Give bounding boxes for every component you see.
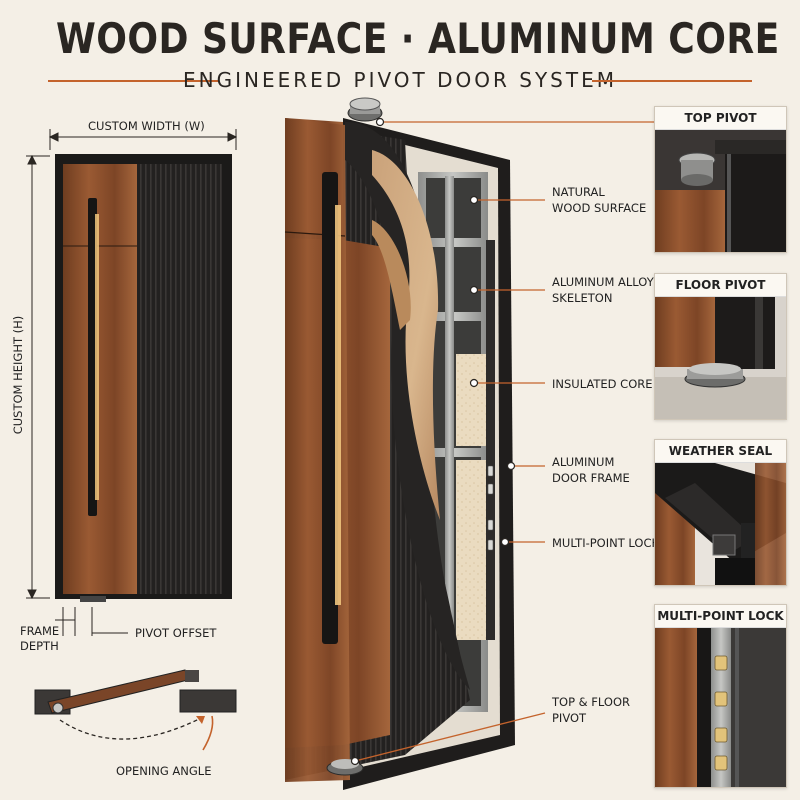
peel-layer-veneer — [372, 150, 440, 520]
subtitle-rule-right — [592, 80, 752, 82]
detail-panel-top-pivot: TOP PIVOT — [654, 106, 787, 253]
panel-title: TOP PIVOT — [655, 107, 786, 130]
custom-height-label: CUSTOM HEIGHT (H) — [11, 315, 25, 435]
front-fluted-panel — [137, 164, 222, 594]
page-subtitle: ENGINEERED PIVOT DOOR SYSTEM — [183, 68, 617, 92]
weather-seal-detail-image — [655, 463, 786, 585]
floor-pivot-detail-image — [655, 297, 786, 419]
peel-layer-black — [345, 121, 470, 690]
callout-aluminum-door-frame: ALUMINUM DOOR FRAME — [552, 455, 630, 485]
insulated-core — [456, 354, 486, 446]
callout-multi-point-lock: MULTI-POINT LOCK — [552, 536, 660, 550]
panel-title: WEATHER SEAL — [655, 440, 786, 463]
cutaway-handle — [322, 172, 338, 644]
detail-panel-floor-pivot: FLOOR PIVOT — [654, 273, 787, 420]
detail-panel-multi-point-lock: MULTI-POINT LOCK — [654, 604, 787, 788]
callout-leaders — [350, 117, 654, 766]
frame-depth-label: FRAME DEPTH — [20, 624, 60, 653]
custom-width-label: CUSTOM WIDTH (W) — [88, 119, 205, 133]
panel-title: FLOOR PIVOT — [655, 274, 786, 297]
callout-insulated-core: INSULATED CORE — [552, 377, 653, 391]
callout-top-floor-pivot: TOP & FLOOR PIVOT — [552, 695, 630, 725]
pivot-offset-label: PIVOT OFFSET — [135, 626, 217, 640]
multi-point-lock-detail-image — [655, 628, 786, 787]
callout-aluminum-alloy-skeleton: ALUMINUM ALLOY SKELETON — [552, 275, 654, 305]
page-title: WOOD SURFACE · ALUMINUM CORE — [56, 14, 780, 63]
subtitle-rule-left — [48, 80, 218, 82]
opening-angle-plan — [34, 669, 237, 751]
front-wood-panel — [63, 164, 137, 594]
top-pivot-detail-image — [655, 130, 786, 252]
front-handle — [88, 198, 97, 516]
front-view-door — [55, 154, 232, 602]
panel-title: MULTI-POINT LOCK — [655, 605, 786, 628]
callout-natural-wood-surface: NATURAL WOOD SURFACE — [552, 185, 647, 215]
cutaway-door — [284, 97, 515, 790]
detail-panel-weather-seal: WEATHER SEAL — [654, 439, 787, 586]
opening-angle-label: OPENING ANGLE — [116, 764, 212, 778]
